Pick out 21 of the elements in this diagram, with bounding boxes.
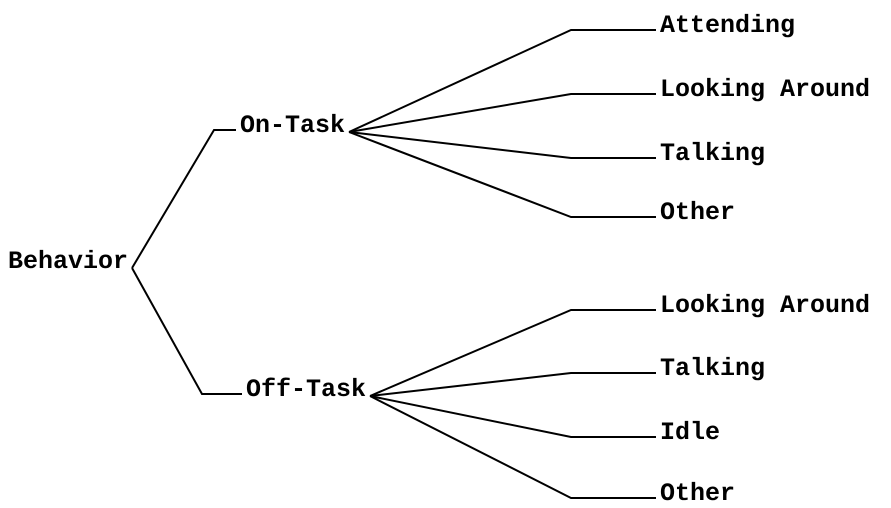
connector-line <box>348 93 656 133</box>
node-label: Talking <box>660 354 766 384</box>
connector-line <box>370 309 656 397</box>
connector-line <box>348 29 656 133</box>
connector-line <box>348 131 656 218</box>
connector-line <box>131 268 242 395</box>
node-label: Looking Around <box>660 291 870 321</box>
connector-line <box>370 372 656 397</box>
connector-line <box>131 129 236 269</box>
node-label: Talking <box>660 139 766 169</box>
node-label: Off-Task <box>246 375 366 405</box>
node-label: Other <box>660 479 736 508</box>
connector-line <box>370 395 656 499</box>
node-label: Idle <box>660 418 720 448</box>
connector-line <box>348 131 656 159</box>
node-label: Looking Around <box>660 75 870 105</box>
node-label: Attending <box>660 11 796 41</box>
node-label: Other <box>660 198 736 228</box>
node-label: On-Task <box>240 111 346 141</box>
node-label: Behavior <box>8 247 128 277</box>
connector-line <box>370 395 656 438</box>
